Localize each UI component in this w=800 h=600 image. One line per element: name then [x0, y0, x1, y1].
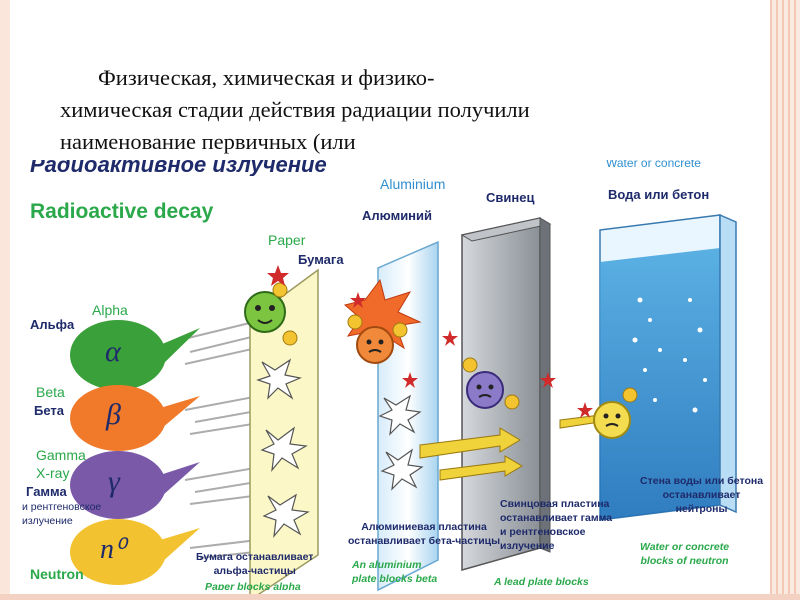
ray-bubbles	[70, 320, 200, 585]
lead-label-ru: Свинец	[486, 190, 535, 205]
slide-bottom-border	[0, 594, 800, 600]
paper-label-en: Paper	[268, 232, 306, 248]
beta-particle	[347, 314, 408, 364]
paper-caption-ru: Бумага останавливает альфа-частицы	[196, 551, 314, 577]
aluminium-caption-ru: Алюминиевая пластина останавливает бета-…	[348, 521, 501, 547]
aluminium-label-ru: Алюминий	[362, 208, 433, 223]
paper-caption-en: Paper blocks alpha	[205, 581, 301, 590]
slide-text-line-3: наименование первичных (или	[60, 129, 356, 154]
aluminium-caption-en: An aluminium plate blocks beta	[352, 559, 438, 585]
water-caption-ru: Стена воды или бетона останавливает нейт…	[640, 475, 764, 515]
water-label-ru: Вода или бетон	[608, 187, 710, 202]
slide-text-line-2: химическая стадии действия радиации полу…	[60, 97, 530, 122]
water-label-en: Water or concrete	[606, 160, 701, 170]
lead-caption-ru: Свинцовая пластина останавливает гамма и…	[500, 498, 613, 552]
water-caption-en: Water or concrete blocks of neutron	[640, 541, 730, 567]
gamma-label-en: Gamma X-ray	[36, 447, 86, 481]
neutron-label-en: Neutron	[30, 566, 84, 582]
paper-label-ru: Бумага	[298, 252, 344, 267]
aluminium-label-en: Aluminium	[380, 176, 446, 192]
gamma-label-ru: Гамма	[26, 484, 67, 499]
impact-stars	[267, 265, 593, 418]
beta-label-ru: Бета	[34, 403, 64, 418]
water-bubbles	[632, 297, 707, 413]
slide-text-line-1: Физическая, химическая и физико-	[98, 65, 435, 90]
diagram-title-ru: Радиоактивное излучение	[30, 160, 327, 176]
beta-symbol: β	[106, 398, 121, 431]
diagram-title-en: Radioactive decay	[30, 200, 214, 223]
slide-right-border	[770, 0, 800, 600]
slide-body-text: Физическая, химическая и физико- химичес…	[60, 62, 740, 158]
impact-bursts	[256, 358, 424, 538]
slide-left-border	[0, 0, 10, 600]
alpha-particle	[244, 282, 298, 346]
gamma-particle	[462, 357, 520, 410]
alpha-symbol: α	[105, 335, 121, 368]
alpha-label-ru: Альфа	[30, 317, 75, 332]
alpha-label-en: Alpha	[92, 302, 128, 318]
neutron-symbol: n⁰	[100, 534, 126, 565]
neutron-particle	[593, 387, 638, 439]
gamma-sublabel-ru: и рентгеновское излучение	[22, 501, 102, 527]
lead-caption-en: A lead plate blocks	[494, 576, 589, 588]
gamma-symbol: γ	[108, 465, 120, 498]
beta-label-en: Beta	[36, 384, 65, 400]
